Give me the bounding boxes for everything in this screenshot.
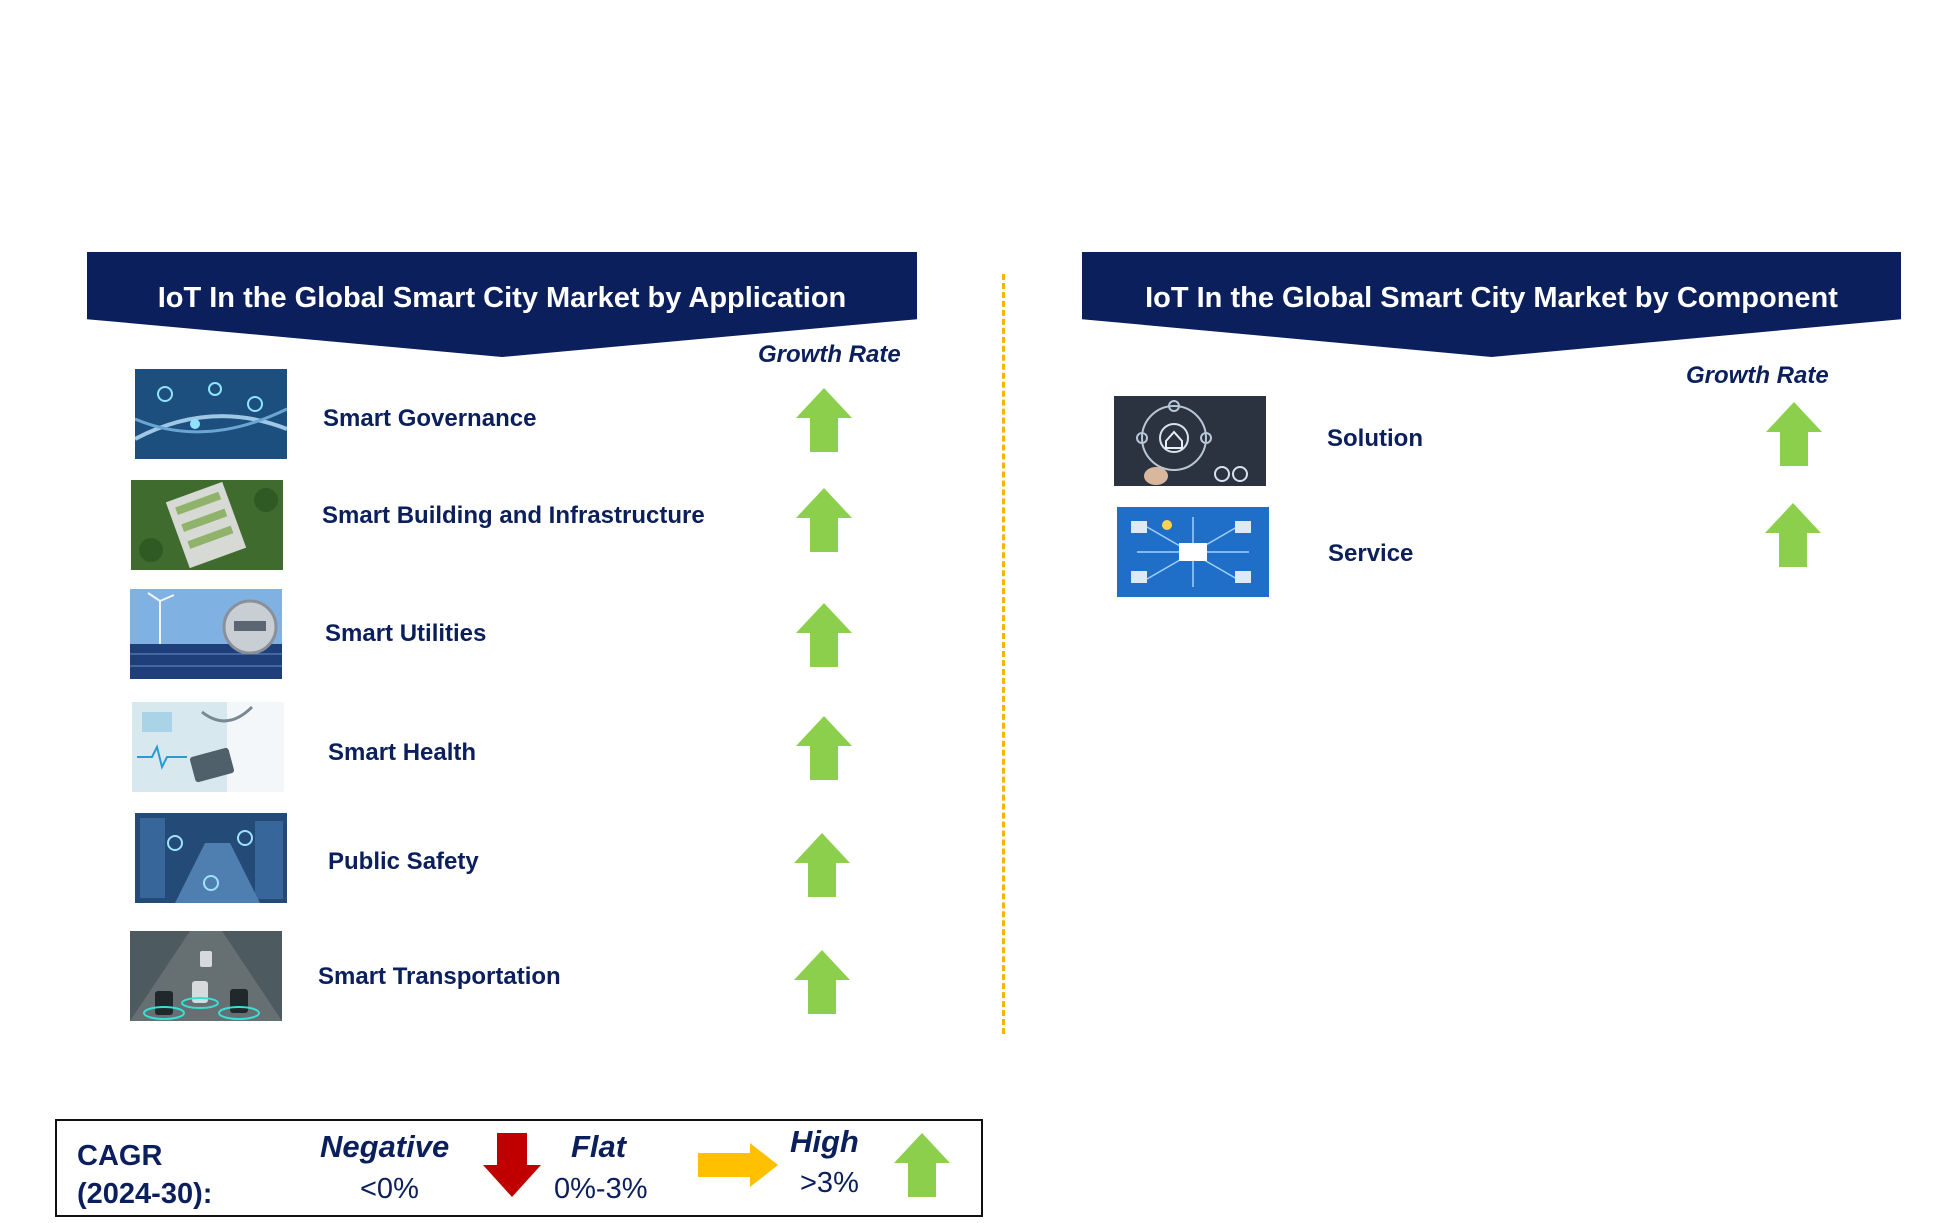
- green-up-arrow-icon: [894, 1133, 950, 1197]
- app-item-label: Smart Utilities: [325, 620, 487, 647]
- cagr-legend: CAGR (2024-30): Negative <0% Flat 0%-3% …: [55, 1119, 983, 1217]
- smart-building-image: [131, 480, 283, 570]
- green-up-arrow-icon: [796, 388, 852, 452]
- green-up-arrow-icon: [1765, 503, 1821, 567]
- smart-governance-image: [135, 369, 287, 459]
- right-panel-title-text: IoT In the Global Smart City Market by C…: [1145, 282, 1838, 314]
- green-up-arrow-icon: [796, 488, 852, 552]
- app-item-label: Smart Health: [328, 739, 477, 766]
- green-up-arrow-icon: [794, 833, 850, 897]
- green-up-arrow-icon: [1766, 402, 1822, 466]
- right-growth-rate-label: Growth Rate: [1686, 362, 1829, 389]
- app-item-label: Smart Building and Infrastructure: [322, 502, 705, 529]
- green-up-arrow-icon: [796, 603, 852, 667]
- left-panel-title-text: IoT In the Global Smart City Market by A…: [157, 282, 847, 314]
- yellow-right-arrow-icon: [698, 1143, 778, 1187]
- flat-range: 0%-3%: [554, 1173, 648, 1205]
- cagr-label: CAGR (2024-30):: [77, 1140, 213, 1210]
- smart-transportation-image: [130, 931, 282, 1021]
- solution-image: [1114, 396, 1266, 486]
- right-panel-title: IoT In the Global Smart City Market by C…: [1082, 252, 1901, 357]
- flat-label: Flat: [571, 1129, 627, 1164]
- component-item-label: Service: [1328, 540, 1414, 567]
- left-growth-rate-label: Growth Rate: [758, 341, 901, 368]
- smart-utilities-image: [130, 589, 282, 679]
- app-item-label: Public Safety: [328, 848, 479, 875]
- smart-health-image: [132, 702, 284, 792]
- negative-label: Negative: [320, 1129, 450, 1164]
- high-label: High: [790, 1124, 859, 1159]
- red-down-arrow-icon: [483, 1133, 541, 1197]
- high-range: >3%: [800, 1167, 859, 1199]
- service-image: [1117, 507, 1269, 597]
- negative-range: <0%: [360, 1173, 419, 1205]
- panel-divider: [1002, 274, 1005, 1034]
- app-item-label: Smart Transportation: [318, 963, 561, 990]
- public-safety-image: [135, 813, 287, 903]
- green-up-arrow-icon: [796, 716, 852, 780]
- component-item-label: Solution: [1327, 425, 1423, 452]
- app-item-label: Smart Governance: [323, 405, 537, 432]
- green-up-arrow-icon: [794, 950, 850, 1014]
